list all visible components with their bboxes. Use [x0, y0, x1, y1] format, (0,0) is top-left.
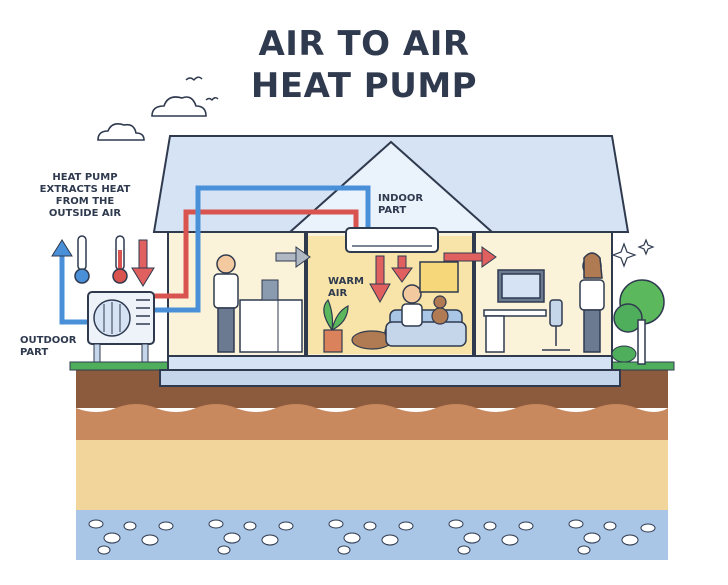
gravel-stones: [88, 519, 656, 555]
office-chair: [542, 299, 570, 351]
label-line: FROM THE: [55, 196, 115, 207]
bush: [611, 345, 637, 363]
label-line: PART: [20, 347, 49, 358]
sparkle-icon: [611, 238, 655, 268]
label-line: EXTRACTS HEAT: [39, 184, 131, 195]
outdoor-unit: [87, 291, 155, 363]
thermometer-cold-icon: [74, 235, 90, 284]
warm-air-label: WARM AIR: [328, 276, 378, 300]
indoor-part-label: INDOOR PART: [378, 193, 448, 217]
hot-pipe: [150, 209, 359, 299]
sand-layer: [76, 440, 668, 510]
thermometer-hot-icon: [112, 235, 128, 284]
label-line: OUTDOOR: [20, 335, 77, 346]
soil-wavy-layer: [76, 404, 668, 440]
outdoor-air-arrow: [59, 252, 92, 325]
indoor-unit: [345, 227, 439, 253]
sofa: [385, 309, 467, 347]
desk: [483, 269, 547, 353]
arrow-up-icon: [51, 239, 73, 257]
kitchen-counter: [239, 279, 303, 353]
plant: [323, 298, 349, 353]
label-line: INDOOR: [378, 193, 424, 204]
arrow-down-icon: [131, 239, 155, 287]
cloud-icon: [97, 123, 145, 141]
warm-air-arrows: [275, 246, 497, 304]
label-line: AIR: [328, 288, 348, 299]
cloud-icon: [151, 96, 207, 117]
person-woman: [579, 252, 605, 353]
house-foundation: [167, 355, 613, 371]
outdoor-part-label: OUTDOOR PART: [20, 335, 80, 359]
teddy-bear: [431, 295, 449, 325]
label-line: WARM: [328, 276, 364, 287]
page-title-line2: HEAT PUMP: [250, 66, 478, 106]
cold-pipe: [150, 185, 371, 313]
person-girl: [401, 284, 423, 327]
tree: [613, 279, 665, 365]
bird-icon: [185, 76, 219, 102]
label-line: OUTSIDE AIR: [48, 208, 122, 219]
page-title-line1: AIR TO AIR: [258, 24, 470, 64]
picture-frame: [419, 261, 459, 293]
house-base: [159, 369, 621, 387]
extracts-heat-label: HEAT PUMP EXTRACTS HEAT FROM THE OUTSIDE…: [20, 172, 150, 220]
person-man: [213, 254, 239, 353]
label-line: HEAT PUMP: [52, 172, 118, 183]
label-line: PART: [378, 205, 407, 216]
gravel-layer: [76, 510, 668, 560]
